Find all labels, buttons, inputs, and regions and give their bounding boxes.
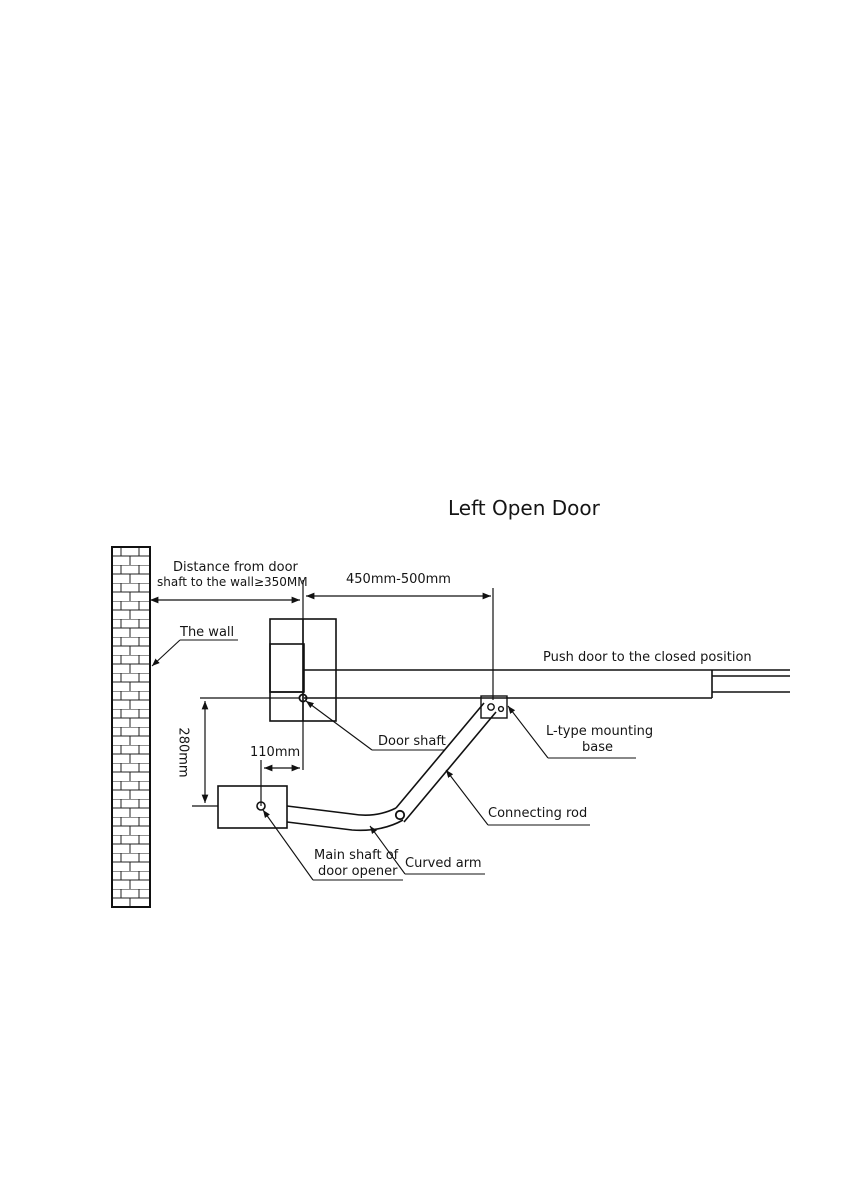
- connecting-rod-label: Connecting rod: [488, 806, 587, 821]
- door-shaft-label: Door shaft: [378, 734, 446, 749]
- distance-label-line2: shaft to the wall≥350MM: [157, 575, 308, 589]
- curved-arm-label: Curved arm: [405, 856, 481, 871]
- diagram-title: Left Open Door: [448, 496, 600, 520]
- brick-wall: [112, 547, 150, 907]
- l-type-label-line1: L-type mounting: [546, 724, 653, 739]
- door-leaf: [304, 670, 790, 698]
- curved-arm: [287, 806, 403, 830]
- l-type-label-line2: base: [582, 740, 613, 755]
- horizontal-dim-label: 110mm: [250, 745, 300, 760]
- leader-lines: [152, 640, 636, 880]
- main-shaft-label-line1: Main shaft of: [314, 848, 398, 863]
- dimension-wall-distance: [150, 580, 303, 770]
- distance-label-line1: Distance from door: [173, 560, 298, 575]
- dimension-arm-span: [306, 588, 493, 700]
- door-opener-body: [218, 786, 287, 828]
- connecting-rod: [396, 703, 496, 822]
- push-door-label: Push door to the closed position: [543, 650, 752, 665]
- elbow-joint: [396, 811, 404, 819]
- vertical-dim-label: 280mm: [176, 727, 191, 777]
- arm-span-label: 450mm-500mm: [346, 572, 451, 587]
- main-shaft-label-line2: door opener: [318, 864, 397, 879]
- wall-label: The wall: [180, 625, 234, 640]
